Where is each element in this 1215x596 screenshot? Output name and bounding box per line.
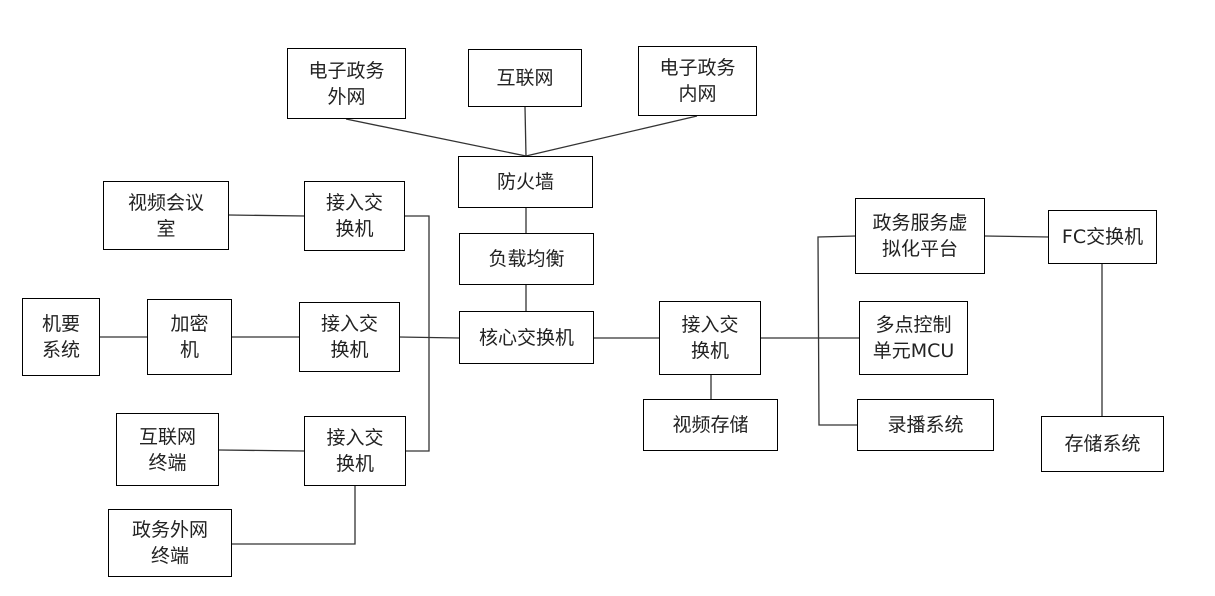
node-label: 核心交换机 [478,326,574,349]
node-confidential-system: 机要 系统 [22,298,100,376]
node-label: 机要 系统 [41,313,80,361]
node-internet-terminal: 互联网 终端 [116,413,219,486]
edge-access2-core [398,336,460,339]
edge-videoconf-access1 [228,214,306,217]
edge-internet-firewall [524,106,527,157]
node-recording-system: 录播系统 [857,399,994,451]
node-label: 负载均衡 [488,248,565,270]
node-label: 存储系统 [1064,433,1141,455]
node-label: 多点控制 单元MCU [872,314,955,362]
edge-intranet-firewall [525,115,698,157]
node-access-switch-3: 接入交 换机 [304,416,406,486]
node-label: 互联网 [496,67,554,89]
node-label: 接入交 换机 [320,313,378,361]
node-extranet-terminal: 政务外网 终端 [108,509,232,577]
node-load-balancer: 负载均衡 [459,233,594,285]
node-access-switch-2: 接入交 换机 [299,302,400,372]
node-internet: 互联网 [468,49,582,107]
node-label: 电子政务 内网 [659,57,736,105]
node-label: FC交换机 [1061,226,1144,248]
node-video-storage: 视频存储 [643,399,778,451]
node-label: 政务外网 终端 [131,519,208,567]
node-label: 接入交 换机 [326,427,384,475]
node-label: 录播系统 [887,414,964,436]
edge-extranetterminal-access3 [231,486,356,545]
node-core-switch: 核心交换机 [459,311,594,364]
node-label: 视频会议 室 [127,191,204,240]
node-gov-intranet: 电子政务 内网 [638,46,757,116]
node-storage-system: 存储系统 [1041,416,1164,472]
node-label: 接入交 换机 [681,314,739,362]
node-label: 政务服务虚 拟化平台 [872,212,968,260]
node-label: 互联网 终端 [138,425,196,474]
node-label: 加密 机 [170,313,209,361]
edge-internetterminal-access3 [218,449,306,452]
node-label: 接入交 换机 [325,192,383,240]
node-label: 防火墙 [496,171,554,193]
edge-extranet-firewall [345,118,527,157]
node-mcu: 多点控制 单元MCU [859,301,968,375]
node-virtualization-platform: 政务服务虚 拟化平台 [855,198,985,274]
node-fc-switch: FC交换机 [1048,210,1157,264]
node-label: 电子政务 外网 [308,59,385,108]
node-access-switch-1: 接入交 换机 [304,181,405,251]
node-access-switch-right: 接入交 换机 [659,301,761,375]
left-bus-line [405,215,430,452]
node-encryptor: 加密 机 [147,299,232,375]
node-firewall: 防火墙 [458,156,593,208]
edge-virtualization-fcswitch [984,235,1050,238]
node-gov-extranet: 电子政务 外网 [287,48,406,119]
node-video-conference-room: 视频会议 室 [103,181,229,250]
right-bus-line [817,235,857,426]
node-label: 视频存储 [672,414,749,436]
